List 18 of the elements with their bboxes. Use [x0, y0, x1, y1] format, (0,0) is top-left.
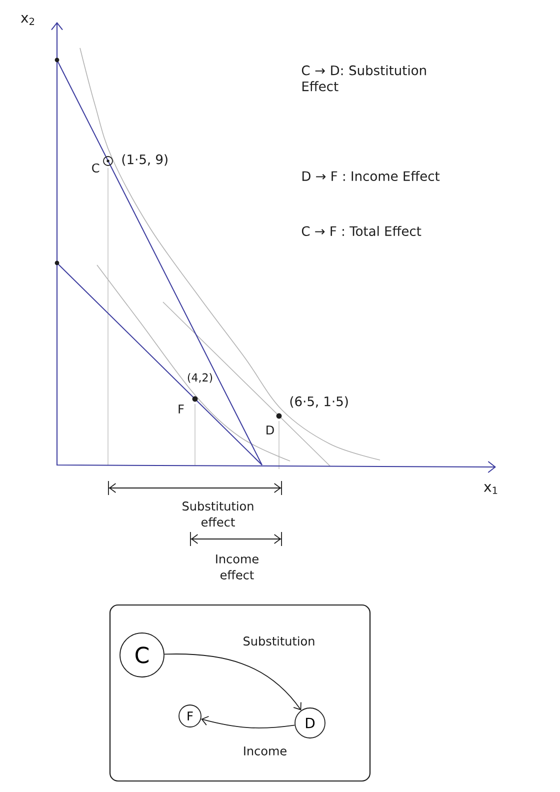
note-text: D → F : Income Effect — [302, 170, 440, 182]
point-label: F — [178, 404, 184, 414]
edge-label: Substitution — [242, 635, 316, 647]
note-text: C → F : Total Effect — [302, 226, 422, 236]
frame-box — [109, 604, 371, 782]
note-text: C → D: Substitution Effect — [302, 65, 426, 92]
axis-label: x$_{1}$ — [484, 484, 498, 494]
dimension-label: Substitution effect — [182, 501, 254, 527]
coordinate-label: (6·5, 1·5) — [290, 396, 348, 408]
point-label: D — [266, 426, 274, 434]
axis-label: x$_{2}$ — [20, 15, 34, 25]
coordinate-label: (1·5, 9) — [122, 154, 168, 166]
dimension-label: Income effect — [216, 554, 258, 580]
curved-arrow — [164, 654, 302, 710]
point-label: C — [92, 163, 100, 173]
coordinate-label: (4,2) — [188, 373, 212, 383]
curved-arrow — [201, 716, 296, 728]
edge-label: Income — [242, 746, 288, 756]
